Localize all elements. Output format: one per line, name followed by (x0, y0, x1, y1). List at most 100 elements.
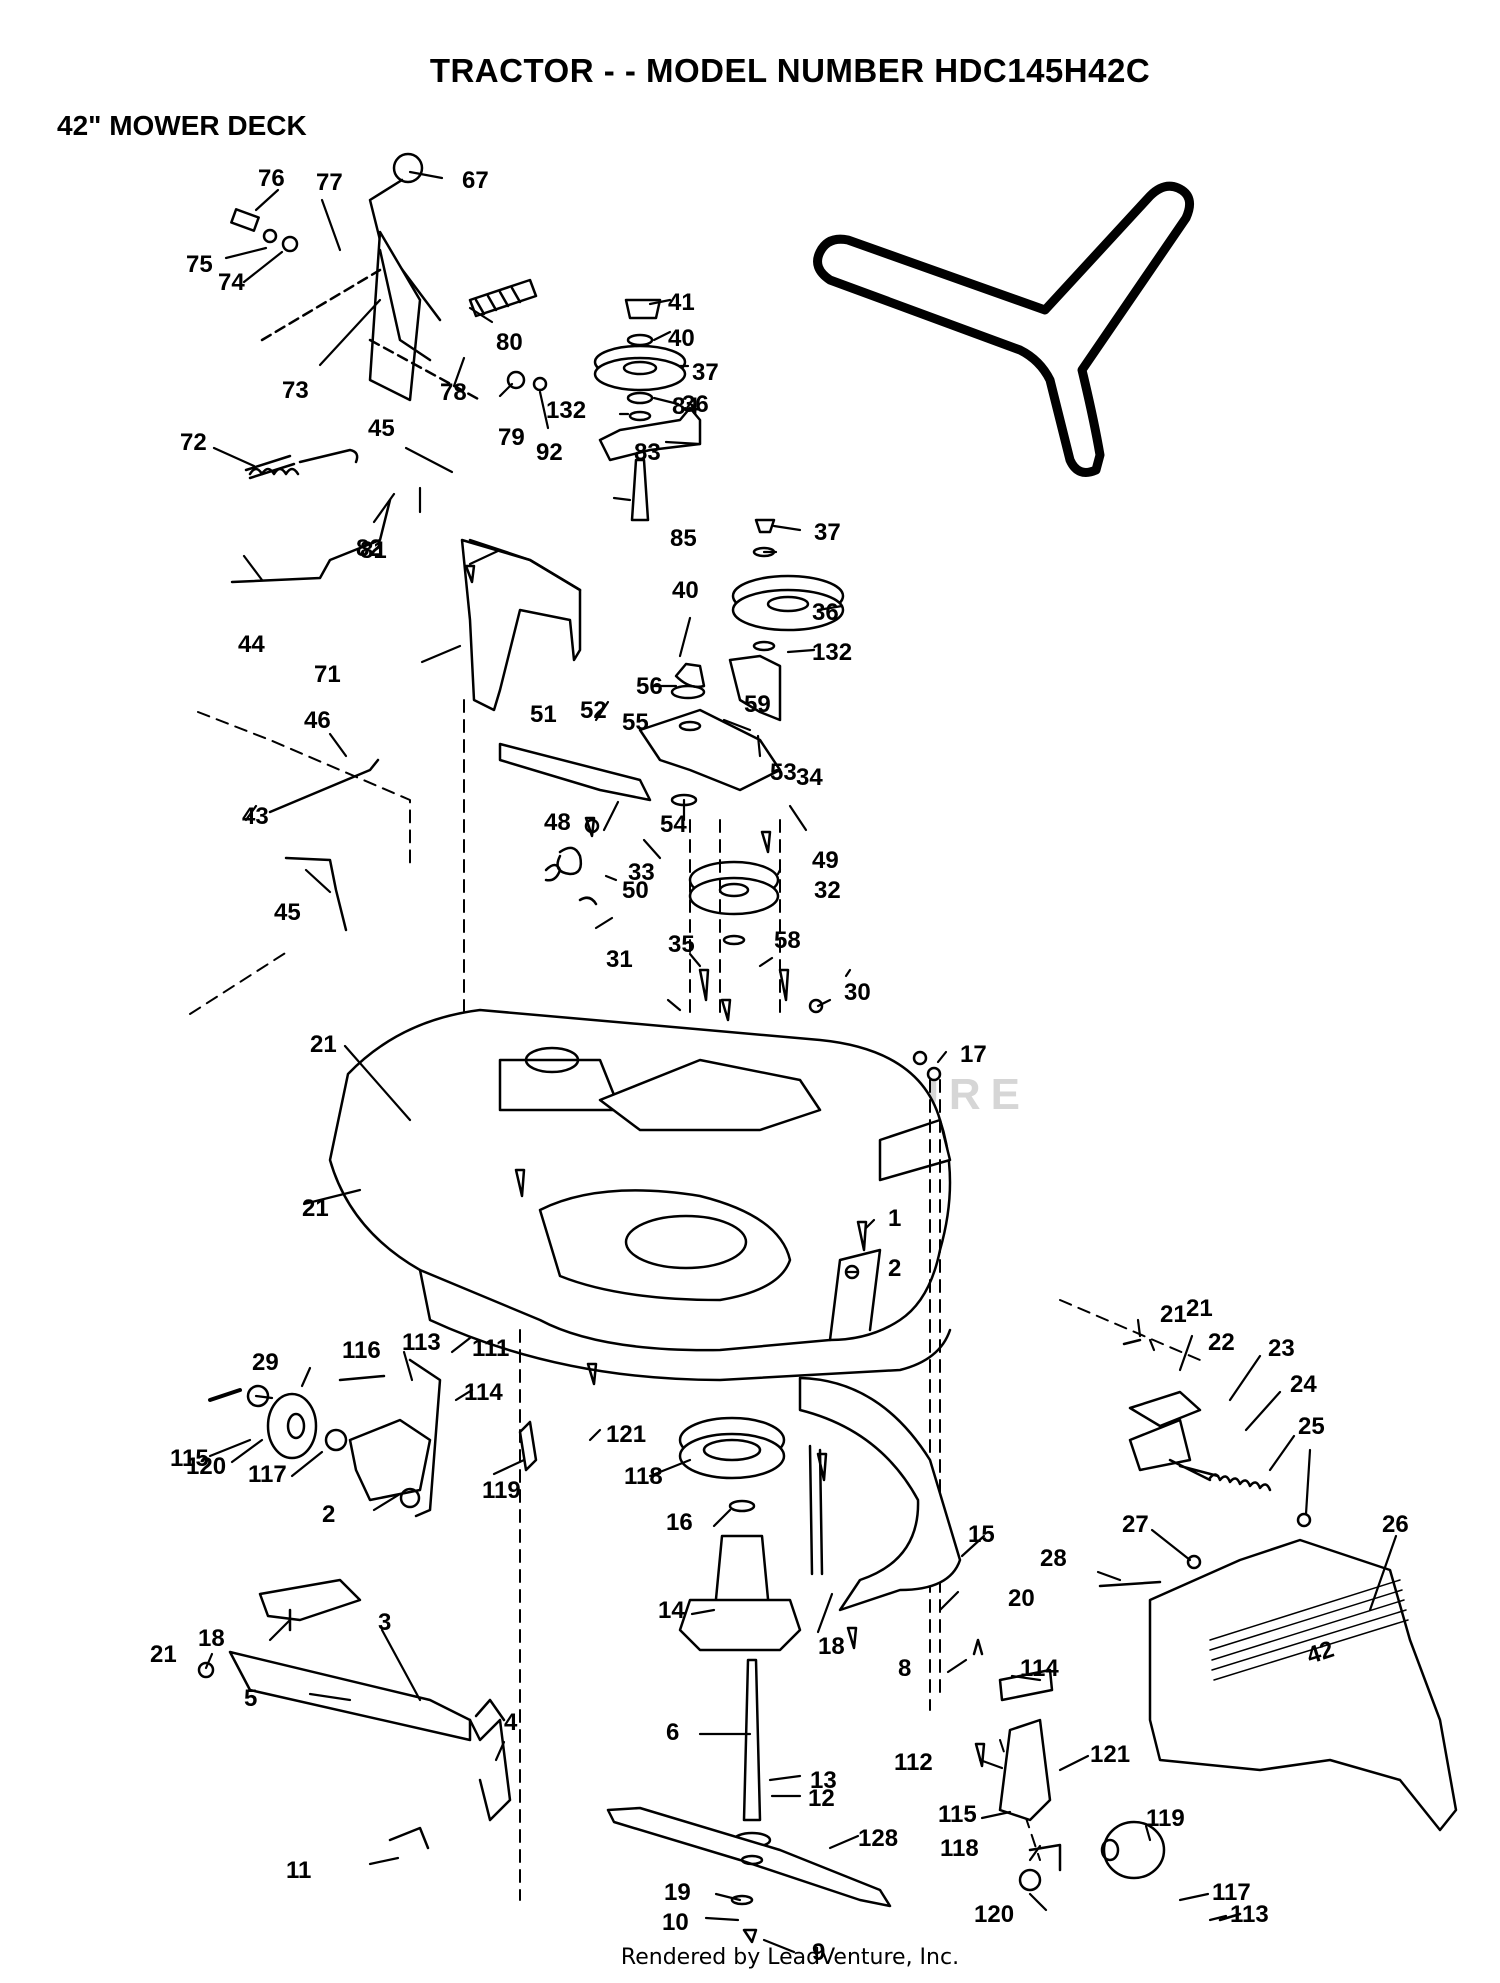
idler-pulley-upper (593, 298, 702, 522)
part-callout-79: 79 (498, 424, 525, 451)
part-callout-45: 45 (368, 415, 395, 442)
part-callout-53: 53 (770, 759, 797, 786)
part-callout-116: 116 (0, 0, 39, 6)
part-callout-117: 117 (248, 1461, 287, 1488)
lift-lever-assembly (230, 152, 548, 402)
part-callout-37: 37 (692, 359, 719, 386)
part-callout-118: 118 (940, 1835, 979, 1862)
part-callout-81: 81 (360, 537, 387, 564)
part-callout-115: 115 (170, 1445, 209, 1472)
part-callout-119: 119 (1146, 1805, 1185, 1832)
part-callout-120: 120 (974, 1901, 1014, 1928)
part-callout-33: 33 (628, 859, 655, 886)
part-callout-92: 92 (536, 439, 563, 466)
part-callout-23: 23 (1268, 1335, 1295, 1362)
part-callout-41: 41 (668, 289, 695, 316)
part-callout-8: 8 (898, 1655, 911, 1682)
part-callout-35: 35 (668, 931, 695, 958)
part-callout-24: 24 (1290, 1371, 1317, 1398)
part-callout-50: 50 (622, 877, 649, 904)
part-callout-4: 4 (504, 1709, 518, 1736)
part-callout-21: 21 (1160, 1301, 1187, 1328)
part-callout-77: 77 (316, 169, 343, 196)
assembly-guides (189, 699, 1201, 1901)
part-callout-116: 116 (342, 1337, 381, 1364)
part-callout-31: 31 (606, 946, 633, 973)
footer-credit: Rendered by LeadVenture, Inc. (620, 1945, 960, 1970)
discharge-chute: 42 (1098, 1390, 1458, 1832)
part-callout-26: 26 (1382, 1511, 1409, 1538)
part-callout-83: 83 (634, 439, 661, 466)
part-callout-15: 15 (968, 1521, 995, 1548)
part-callout-40: 40 (672, 577, 699, 604)
part-callout-74: 74 (218, 269, 245, 296)
part-callout-22: 22 (1208, 1329, 1235, 1356)
part-callout-84: 84 (672, 393, 699, 420)
part-callout-49: 49 (812, 847, 839, 874)
part-callout-10: 10 (662, 1909, 689, 1936)
part-callout-45: 45 (274, 899, 301, 926)
part-callout-30: 30 (844, 979, 871, 1006)
spindle-assembly (678, 1416, 802, 1849)
part-callout-82: 82 (356, 535, 383, 562)
part-callout-2: 2 (322, 1501, 335, 1528)
part-callout-34: 34 (796, 764, 823, 791)
part-callout-119: 119 (482, 1477, 521, 1504)
mower-deck (328, 1008, 952, 1382)
part-callout-29: 29 (252, 1349, 279, 1376)
part-callout-128: 128 (858, 1825, 898, 1852)
part-callout-6: 6 (666, 1719, 679, 1746)
part-callout-43: 43 (242, 803, 269, 830)
part-callout-59: 59 (744, 691, 771, 718)
part-callout-5: 5 (244, 1685, 257, 1712)
part-callout-1: 1 (888, 1205, 901, 1232)
part-callout-18: 18 (198, 1625, 225, 1652)
hardware-fasteners (464, 564, 1142, 1768)
part-callout-121: 121 (1090, 1741, 1130, 1768)
part-callout-118: 118 (624, 1463, 663, 1490)
part-callout-75: 75 (186, 251, 213, 278)
part-callout-58: 58 (774, 927, 801, 954)
part-callout-56: 56 (636, 673, 663, 700)
part-callout-132: 132 (812, 639, 852, 666)
part-callout-13: 13 (810, 1767, 837, 1794)
deck-hanger-links (197, 1578, 512, 1850)
mower-blade (606, 1806, 892, 1944)
part-callout-21: 21 (310, 1031, 337, 1058)
part-callout-27: 27 (1122, 1511, 1149, 1538)
anti-scalp-wheel-right (998, 1668, 1242, 1922)
leader-lines (204, 170, 1398, 1954)
part-callout-46: 46 (304, 707, 331, 734)
part-callout-21: 21 (150, 1641, 177, 1668)
page-title: TRACTOR - - MODEL NUMBER HDC145H42C (429, 52, 1151, 89)
idler-pulley-lower (674, 518, 845, 722)
idler-arm (498, 684, 782, 946)
part-callout-48: 48 (544, 809, 571, 836)
part-callout-2: 2 (888, 1255, 901, 1282)
part-callout-85: 85 (670, 525, 697, 552)
anti-scalp-wheel-left (208, 1358, 538, 1518)
part-callout-55: 55 (622, 709, 649, 736)
part-callout-132: 132 (546, 397, 586, 424)
part-callout-11: 11 (286, 1857, 311, 1884)
stabilizer-arm (798, 1376, 962, 1612)
part-callout-113: 113 (402, 1329, 441, 1356)
part-callout-36: 36 (682, 391, 709, 418)
part-callout-121: 121 (606, 1421, 646, 1448)
part-callout-76: 76 (258, 165, 285, 192)
part-callout-9: 9 (812, 1939, 825, 1966)
section-title: 42" MOWER DECK (57, 110, 307, 141)
part-callout-25: 25 (1298, 1413, 1325, 1440)
part-callout-17: 17 (960, 1041, 987, 1068)
part-callout-78: 78 (440, 379, 467, 406)
part-callout-73: 73 (282, 377, 309, 404)
part-callout-16: 16 (666, 1509, 693, 1536)
part-callout-111: 111 (472, 1335, 509, 1362)
part-callout-37: 37 (814, 519, 841, 546)
part-callout-51: 51 (530, 701, 557, 728)
part-callout-40: 40 (668, 325, 695, 352)
part-callout-44: 44 (238, 631, 265, 658)
part-callout-18: 18 (818, 1633, 845, 1660)
